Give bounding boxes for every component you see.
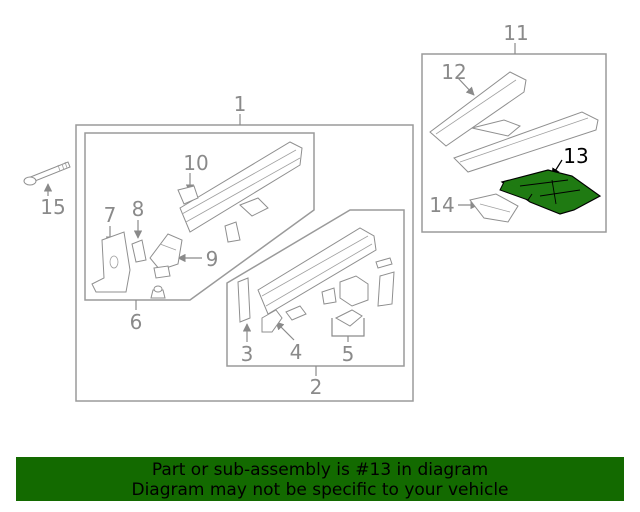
callout-5: 5 — [342, 342, 355, 366]
part-14-bracket[interactable] — [469, 193, 519, 223]
callout-14: 14 — [429, 193, 454, 217]
parts-diagram: 1 2 3 4 5 6 7 8 9 10 11 12 13 14 15 — [23, 21, 607, 402]
callout-9: 9 — [206, 247, 219, 271]
callout-3: 3 — [241, 342, 254, 366]
banner-line-1: Part or sub-assembly is #13 in diagram — [151, 460, 489, 480]
callout-13: 13 — [563, 144, 588, 168]
callout-15: 15 — [40, 195, 65, 219]
part-12-rail[interactable] — [429, 71, 527, 147]
callout-8: 8 — [132, 197, 145, 221]
info-banner: Part or sub-assembly is #13 in diagram D… — [16, 457, 624, 501]
subassembly-6-frame — [84, 132, 315, 301]
part-9-bracket[interactable] — [149, 233, 183, 271]
callout-4: 4 — [290, 340, 303, 364]
part-2-rail[interactable] — [257, 227, 377, 315]
part-8-bracket[interactable] — [131, 239, 147, 263]
callout-11: 11 — [503, 21, 528, 45]
part-11-bracket[interactable] — [471, 119, 521, 137]
part-5-reinforcement[interactable] — [321, 275, 369, 327]
part-nut[interactable] — [150, 285, 166, 299]
callout-7: 7 — [104, 203, 117, 227]
callout-6: 6 — [130, 310, 143, 334]
banner-line-2: Diagram may not be specific to your vehi… — [131, 480, 509, 500]
part-2-gusset[interactable] — [375, 257, 395, 307]
callout-1: 1 — [234, 92, 247, 116]
subassembly-2-frame — [226, 209, 405, 367]
part-15-rod[interactable] — [23, 161, 71, 186]
part-13-highlighted[interactable] — [499, 169, 602, 215]
callout-10: 10 — [183, 151, 208, 175]
part-10-rail[interactable] — [179, 141, 303, 243]
part-small-clip[interactable] — [153, 265, 171, 279]
part-7-panel[interactable] — [91, 231, 131, 293]
part-4-bracket[interactable] — [261, 305, 307, 333]
part-11-lower-rail[interactable] — [453, 111, 599, 173]
part-10-bracket[interactable] — [177, 185, 199, 205]
assembly-11-frame — [421, 53, 607, 233]
callout-12: 12 — [441, 60, 466, 84]
callout-2: 2 — [310, 375, 323, 399]
part-3-bracket[interactable] — [237, 277, 251, 323]
assembly-1-frame — [75, 124, 414, 402]
